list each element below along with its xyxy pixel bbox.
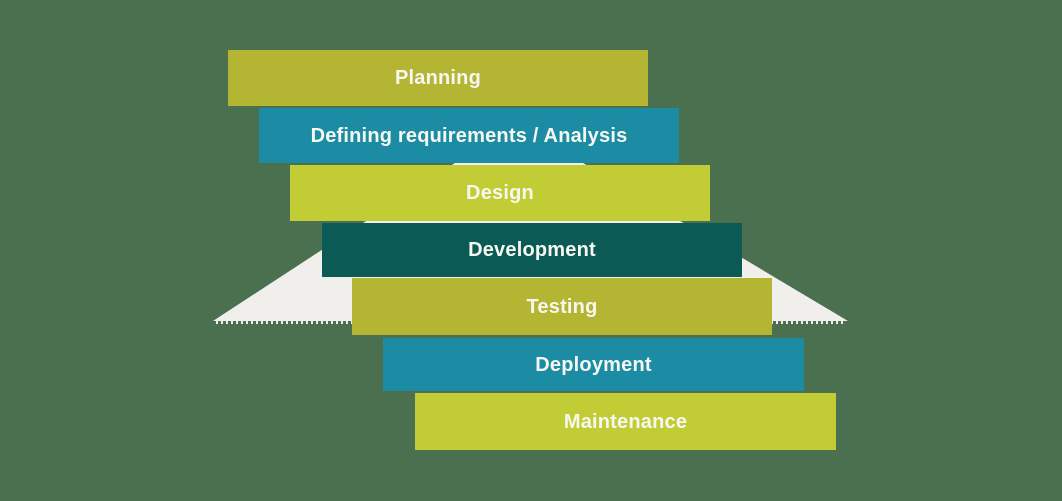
stage-label-testing: Testing	[526, 295, 598, 318]
stage-bar-design: Design	[290, 165, 710, 221]
stage-label-design: Design	[466, 182, 534, 204]
stage-label-maintenance: Maintenance	[563, 410, 688, 433]
stage-bar-development: Development	[322, 223, 742, 277]
stage-bar-deployment: Deployment	[383, 338, 804, 391]
stage-bar-defining-requirements-analysis: Defining requirements / Analysis	[259, 108, 679, 163]
stage-bar-planning: Planning	[228, 50, 648, 106]
stage-label-deployment: Deployment	[535, 353, 652, 376]
stage-label-development: Development	[468, 239, 596, 261]
stage-bar-testing: Testing	[352, 278, 772, 335]
stage-label-planning: Planning	[394, 67, 482, 89]
stage-label-defining-requirements-analysis: Defining requirements / Analysis	[310, 124, 628, 147]
stage-bar-maintenance: Maintenance	[415, 393, 836, 450]
